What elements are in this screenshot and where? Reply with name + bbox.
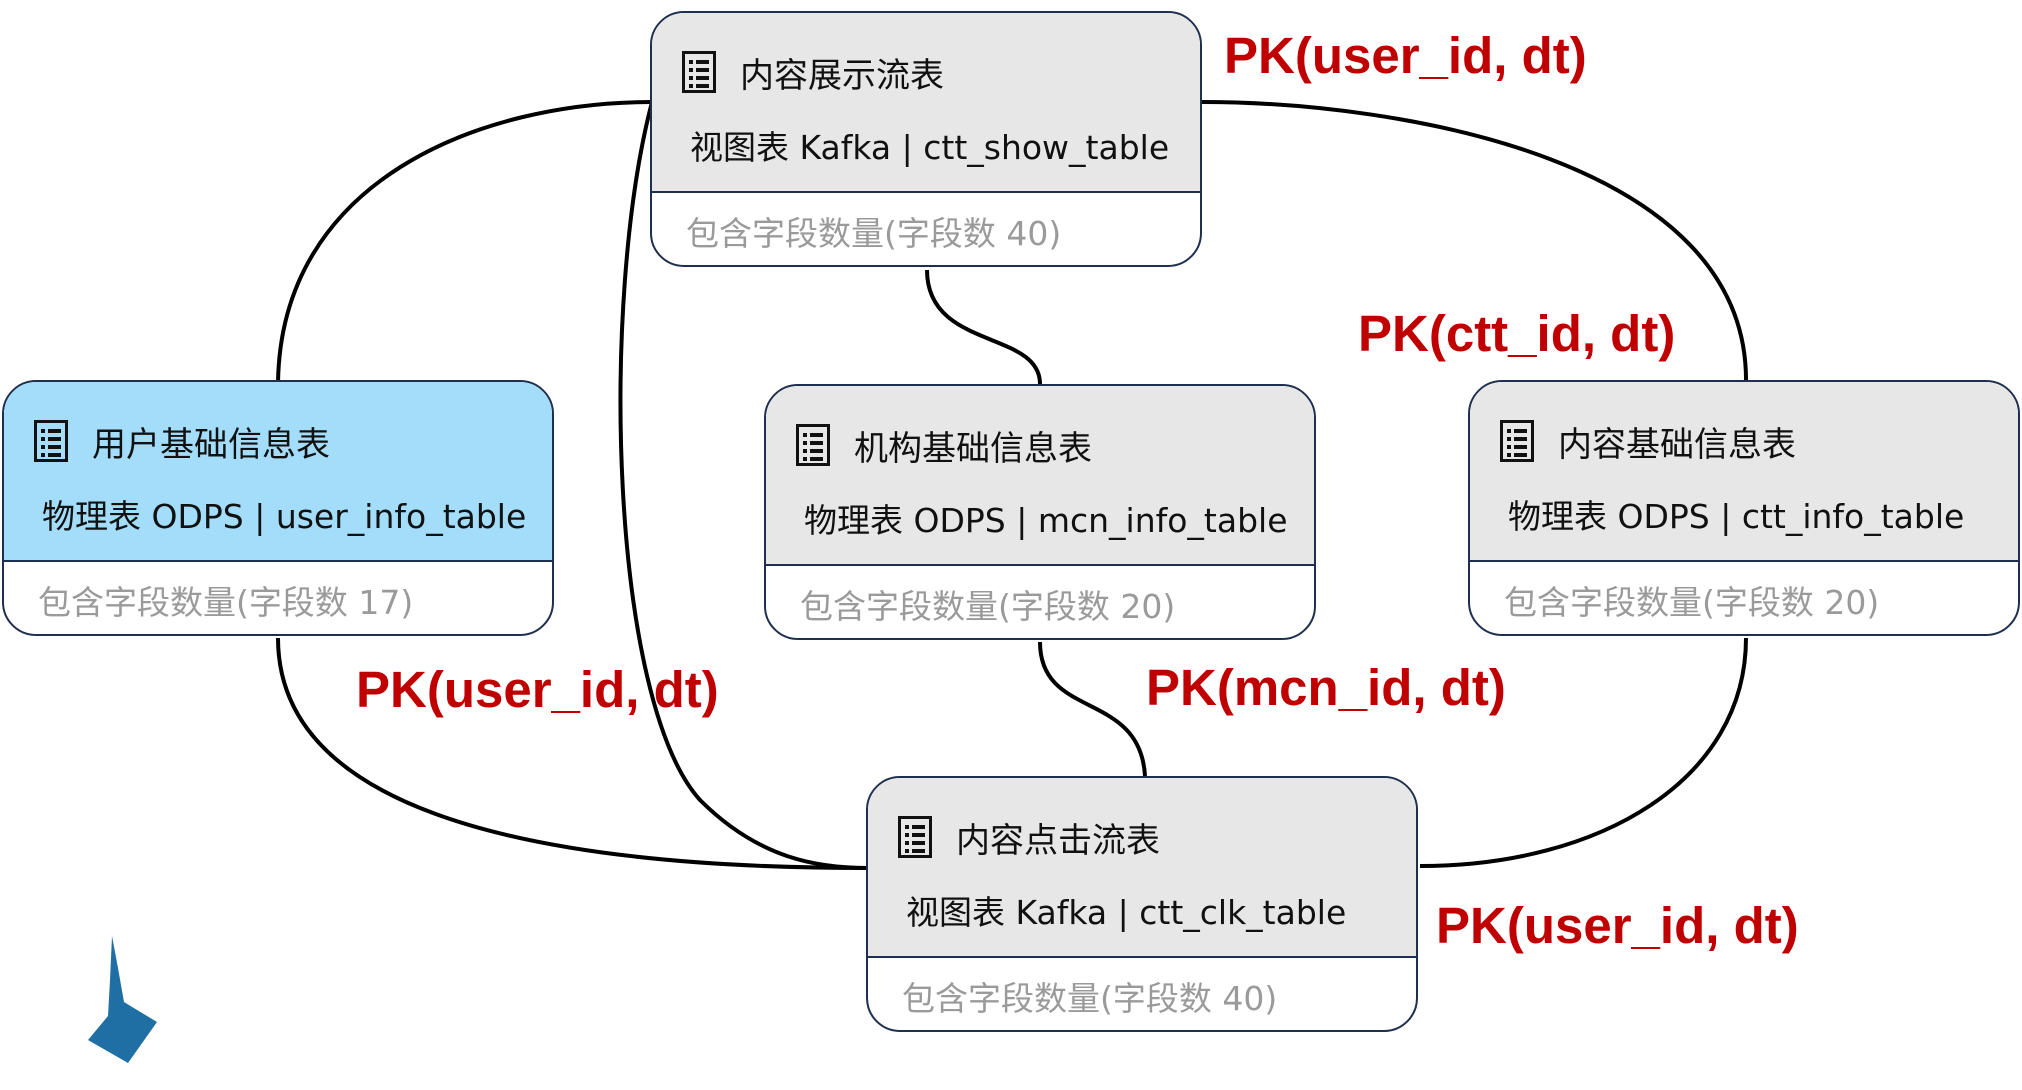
table-icon <box>34 420 68 462</box>
node-field-count: 包含字段数量(字段数 20) <box>800 587 1176 626</box>
node-field-count: 包含字段数量(字段数 17) <box>38 583 414 622</box>
node-subtitle: 视图表 Kafka | ctt_clk_table <box>906 893 1347 932</box>
edge-user-clk <box>276 637 869 870</box>
edge-show-clk <box>618 101 869 870</box>
table-icon <box>682 51 716 93</box>
pk-label-user: PK(user_id, dt) <box>356 661 719 718</box>
node-subtitle: 物理表 ODPS | mcn_info_table <box>804 501 1288 540</box>
node-title-row: 内容展示流表 <box>682 49 944 96</box>
edge-info-clk <box>1419 637 1748 868</box>
node-title: 内容展示流表 <box>740 55 944 96</box>
node-title: 用户基础信息表 <box>92 424 330 465</box>
pk-label-show: PK(user_id, dt) <box>1224 27 1587 84</box>
node-header: 内容点击流表 视图表 Kafka | ctt_clk_table <box>868 778 1416 958</box>
node-title: 内容基础信息表 <box>1558 424 1796 465</box>
table-icon <box>898 816 932 858</box>
edge-show-mcn <box>925 269 1042 385</box>
node-title-row: 内容基础信息表 <box>1500 418 1796 465</box>
node-header: 机构基础信息表 物理表 ODPS | mcn_info_table <box>766 386 1314 566</box>
node-ctt-info[interactable]: 内容基础信息表 物理表 ODPS | ctt_info_table 包含字段数量… <box>1468 380 2020 636</box>
node-title: 内容点击流表 <box>956 820 1160 861</box>
node-subtitle: 视图表 Kafka | ctt_show_table <box>690 128 1170 167</box>
pk-label-ctt: PK(ctt_id, dt) <box>1358 305 1676 362</box>
node-subtitle: 物理表 ODPS | ctt_info_table <box>1508 497 1965 536</box>
node-field-count: 包含字段数量(字段数 20) <box>1504 583 1880 622</box>
edge-show-info <box>1201 100 1749 385</box>
node-header: 用户基础信息表 物理表 ODPS | user_info_table <box>4 382 552 562</box>
node-field-count: 包含字段数量(字段数 40) <box>686 214 1062 253</box>
edge-mcn-clk <box>1038 641 1147 777</box>
node-title: 机构基础信息表 <box>854 428 1092 469</box>
down-arrow-icon <box>88 936 157 1063</box>
node-title-row: 内容点击流表 <box>898 814 1160 861</box>
node-field-count: 包含字段数量(字段数 40) <box>902 979 1278 1018</box>
node-header: 内容基础信息表 物理表 ODPS | ctt_info_table <box>1470 382 2018 562</box>
node-title-row: 机构基础信息表 <box>796 422 1092 469</box>
node-ctt-clk[interactable]: 内容点击流表 视图表 Kafka | ctt_clk_table 包含字段数量(… <box>866 776 1418 1032</box>
pk-label-clk: PK(user_id, dt) <box>1436 897 1799 954</box>
edge-show-user <box>276 100 653 385</box>
node-subtitle: 物理表 ODPS | user_info_table <box>42 497 527 536</box>
node-mcn-info[interactable]: 机构基础信息表 物理表 ODPS | mcn_info_table 包含字段数量… <box>764 384 1316 640</box>
node-header: 内容展示流表 视图表 Kafka | ctt_show_table <box>652 13 1200 193</box>
node-user-info[interactable]: 用户基础信息表 物理表 ODPS | user_info_table 包含字段数… <box>2 380 554 636</box>
table-icon <box>1500 420 1534 462</box>
table-icon <box>796 424 830 466</box>
pk-label-mcn: PK(mcn_id, dt) <box>1146 659 1506 716</box>
node-title-row: 用户基础信息表 <box>34 418 330 465</box>
node-ctt-show[interactable]: 内容展示流表 视图表 Kafka | ctt_show_table 包含字段数量… <box>650 11 1202 267</box>
